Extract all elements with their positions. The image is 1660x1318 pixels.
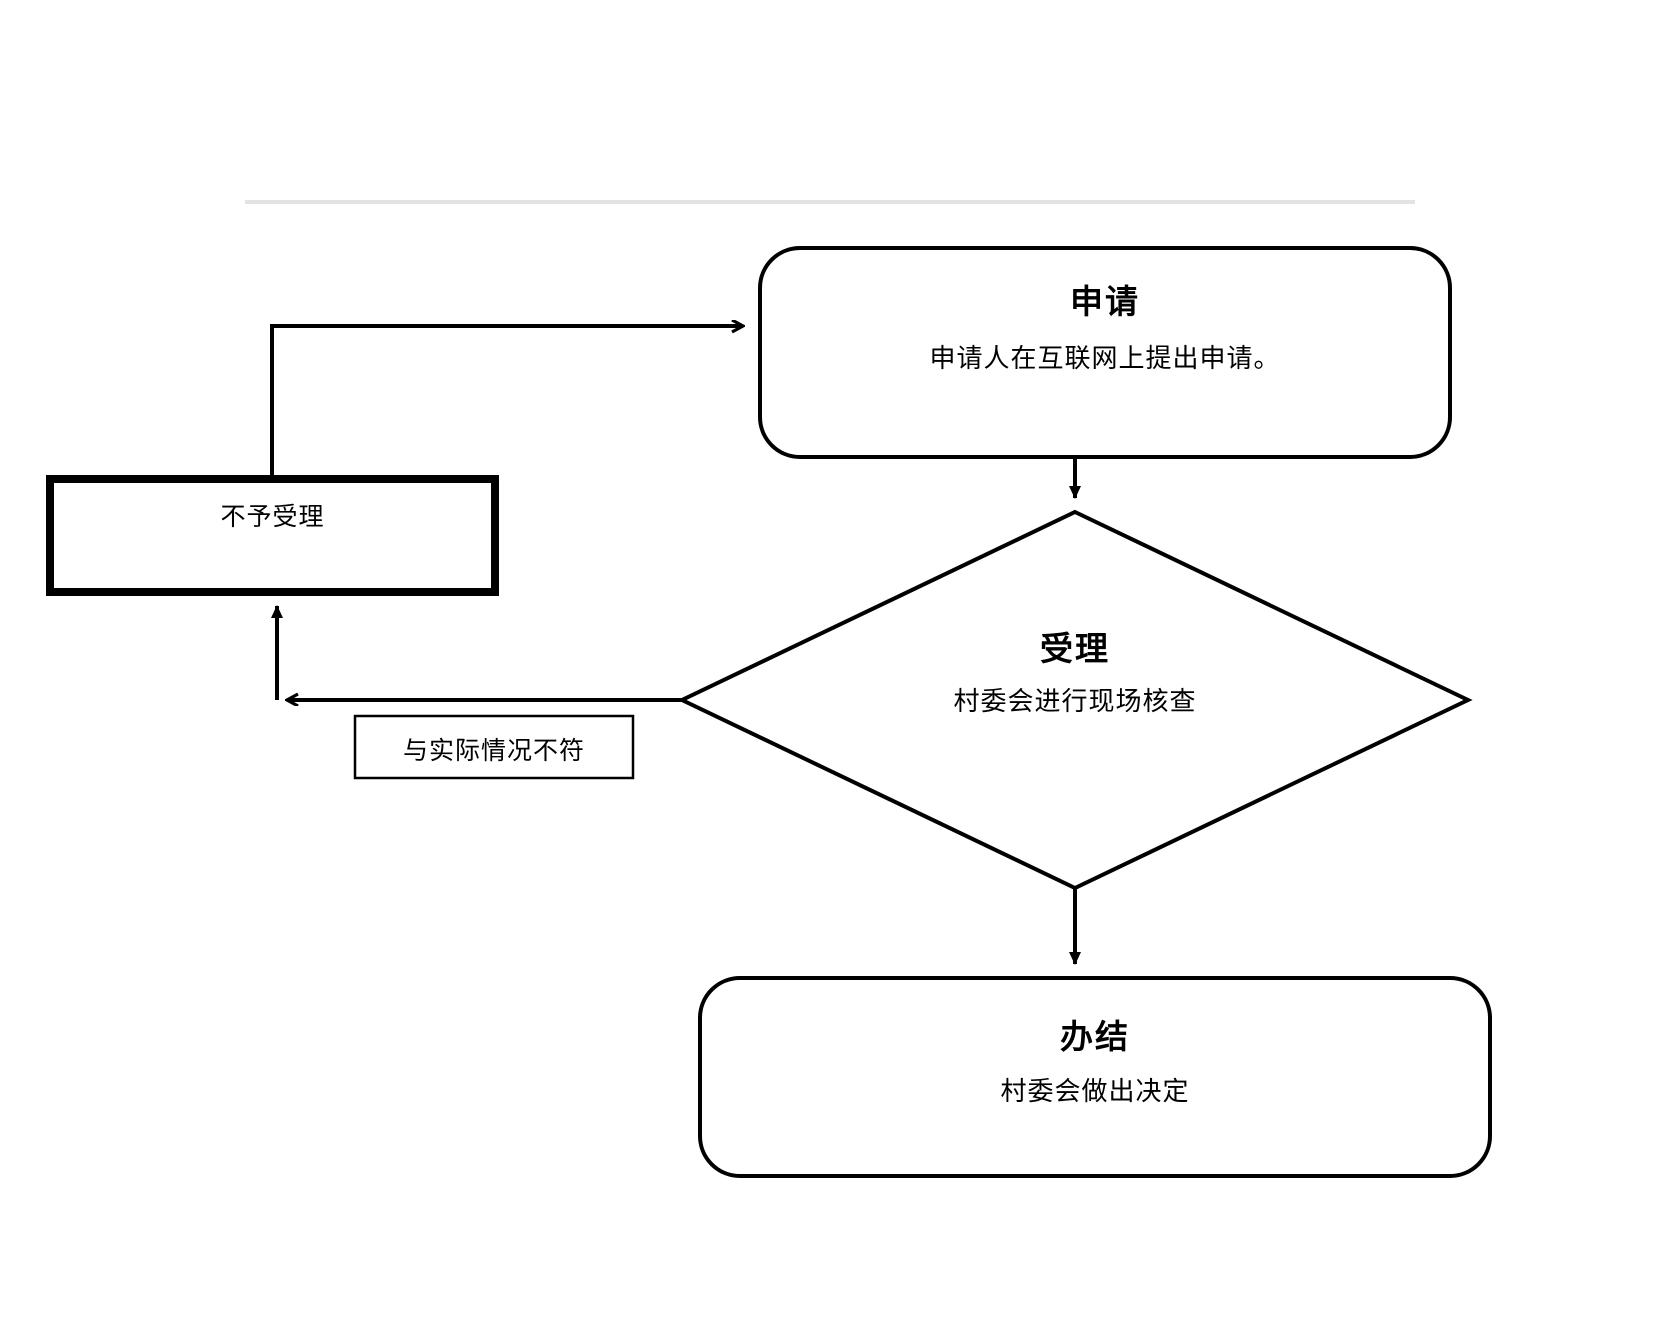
accept-node-shape [677,509,1473,891]
apply-node-shape [758,246,1452,459]
finish-node-shape [698,976,1492,1178]
reject-node-shape [46,475,499,596]
edge-reject-to-apply [270,326,742,479]
mismatch-node-shape [353,714,635,780]
